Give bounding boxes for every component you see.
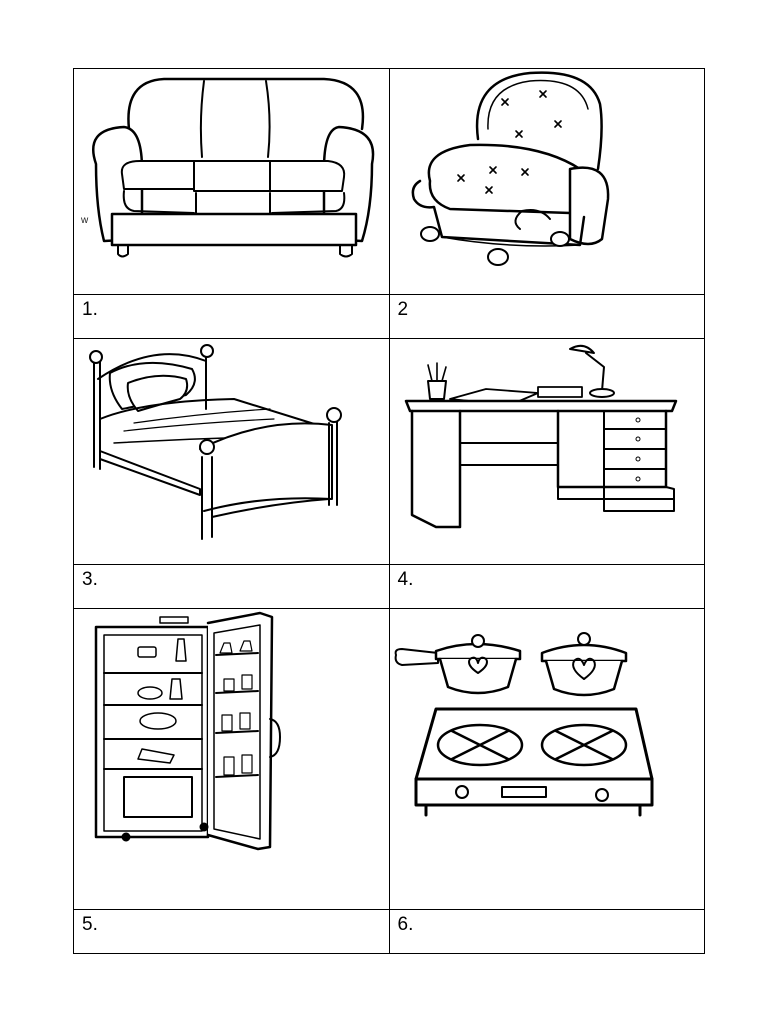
sofa-icon [91,77,375,258]
armchair-icon [411,71,609,266]
item-number: 4. [397,569,414,590]
bed-icon [89,344,342,540]
stove-icon [394,632,653,817]
picture-cell-stove [388,608,705,910]
picture-cell-sofa: w [73,68,390,295]
item-number: 3. [82,569,98,590]
label-cell-5: 5. [73,909,390,954]
worksheet-table: w [73,68,705,954]
picture-cell-desk [388,338,705,565]
picture-cell-fridge [73,608,390,910]
fridge-icon [94,611,281,851]
picture-cell-armchair [388,68,705,295]
desk-icon [404,344,677,529]
label-cell-2: 2 [388,294,705,339]
label-cell-3: 3. [73,564,390,609]
item-number: 2 [397,299,409,320]
label-cell-1: 1. [73,294,390,339]
label-cell-6: 6. [388,909,705,954]
item-number: 5. [82,914,98,935]
stray-mark: w [81,215,89,226]
item-number: 1. [82,299,98,320]
item-number: 6. [397,914,414,935]
label-cell-4: 4. [388,564,705,609]
picture-cell-bed [73,338,390,565]
